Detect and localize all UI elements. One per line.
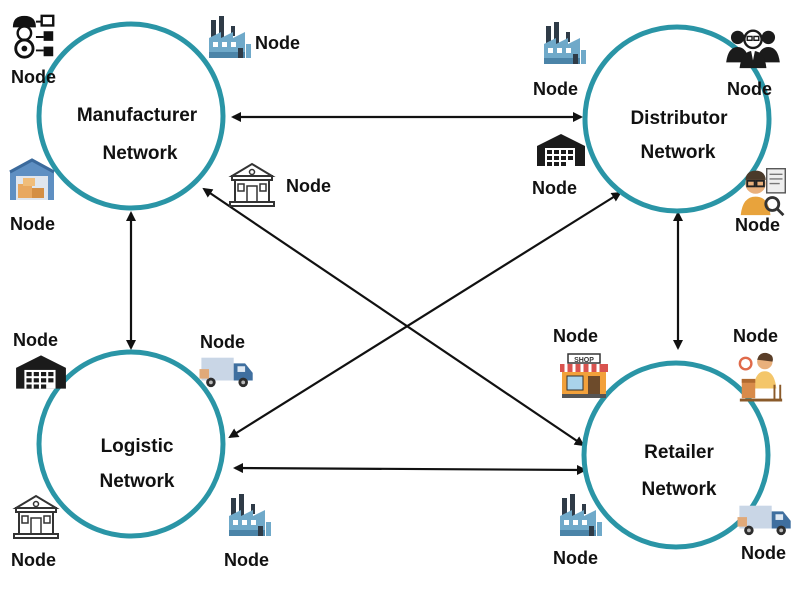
distributor-network: Distributor Network: [582, 24, 772, 214]
node-label: Node: [255, 33, 300, 53]
node-label: Node: [200, 332, 245, 352]
node-label: Node: [727, 79, 772, 99]
logistic-node-building: Node: [11, 495, 59, 570]
connections: [126, 112, 683, 475]
warehouse-icon: [537, 134, 585, 166]
arrow-manufacturer-retailer: [202, 187, 585, 447]
logistic-network-label-line2: Network: [100, 471, 175, 492]
shopper-icon: [738, 351, 784, 402]
logistic-node-factory: Node: [224, 494, 271, 570]
retailer-node-truck: Node: [737, 505, 791, 563]
distributor-node-people: Node: [726, 29, 780, 99]
logistic-node-warehouse: Node: [13, 330, 66, 389]
node-label: Node: [533, 79, 578, 99]
retailer-node-shop: Node SHOP: [553, 326, 610, 400]
delivery-truck-icon: [199, 357, 253, 388]
retailer-network-label-line1: Retailer: [644, 442, 714, 463]
building-icon: [13, 495, 59, 539]
distributor-node-factory: Node: [533, 22, 586, 99]
retailer-network: Retailer Network: [581, 360, 771, 550]
node-label: Node: [13, 330, 58, 350]
engineer-icon: [11, 14, 55, 59]
factory-icon: [229, 494, 271, 536]
manufacturer-node-engineer: Node: [11, 14, 56, 87]
node-label: Node: [553, 548, 598, 568]
factory-icon: [209, 16, 251, 58]
manufacturer-network-circle: [36, 21, 226, 211]
manufacturer-network-label-line2: Network: [103, 143, 178, 164]
retailer-network-circle: [581, 360, 771, 550]
analyst-icon: [739, 167, 787, 217]
distributor-node-warehouse: Node: [532, 134, 585, 198]
retailer-network-label-line2: Network: [642, 479, 717, 500]
shop-sign: SHOP: [574, 357, 594, 364]
delivery-truck-icon: [737, 505, 791, 536]
logistic-network-label-line1: Logistic: [101, 436, 174, 457]
manufacturer-network-label-line1: Manufacturer: [77, 105, 198, 126]
node-label: Node: [11, 550, 56, 570]
distributor-network-label-line1: Distributor: [630, 108, 728, 129]
arrow-logistic-retailer: [233, 463, 587, 475]
node-label: Node: [224, 550, 269, 570]
logistic-network-circle: [36, 349, 226, 539]
distributor-network-circle: [582, 24, 772, 214]
node-label: Node: [733, 326, 778, 346]
node-label: Node: [553, 326, 598, 346]
distributor-node-analyst: Node: [735, 167, 787, 235]
manufacturer-node-factory: Node: [209, 16, 300, 58]
node-label: Node: [10, 214, 55, 234]
manufacturer-network: Manufacturer Network: [36, 21, 226, 211]
node-label: Node: [11, 67, 56, 87]
factory-icon: [544, 22, 586, 64]
storage-unit-icon: [8, 158, 56, 202]
building-icon: [229, 163, 275, 207]
node-label: Node: [532, 178, 577, 198]
arrow-distributor-logistic: [228, 191, 622, 439]
node-label: Node: [286, 176, 331, 196]
node-label: Node: [741, 543, 786, 563]
node-label: Node: [735, 215, 780, 235]
warehouse-icon: [16, 355, 66, 389]
distributor-network-label-line2: Network: [641, 142, 716, 163]
logistic-network: Logistic Network: [36, 349, 226, 539]
manufacturer-node-storage: Node: [8, 158, 56, 234]
manufacturer-node-building: Node: [229, 163, 331, 207]
retailer-node-factory: Node: [553, 494, 602, 568]
logistic-node-truck: Node: [199, 332, 253, 388]
retailer-node-shopper: Node: [733, 326, 784, 402]
